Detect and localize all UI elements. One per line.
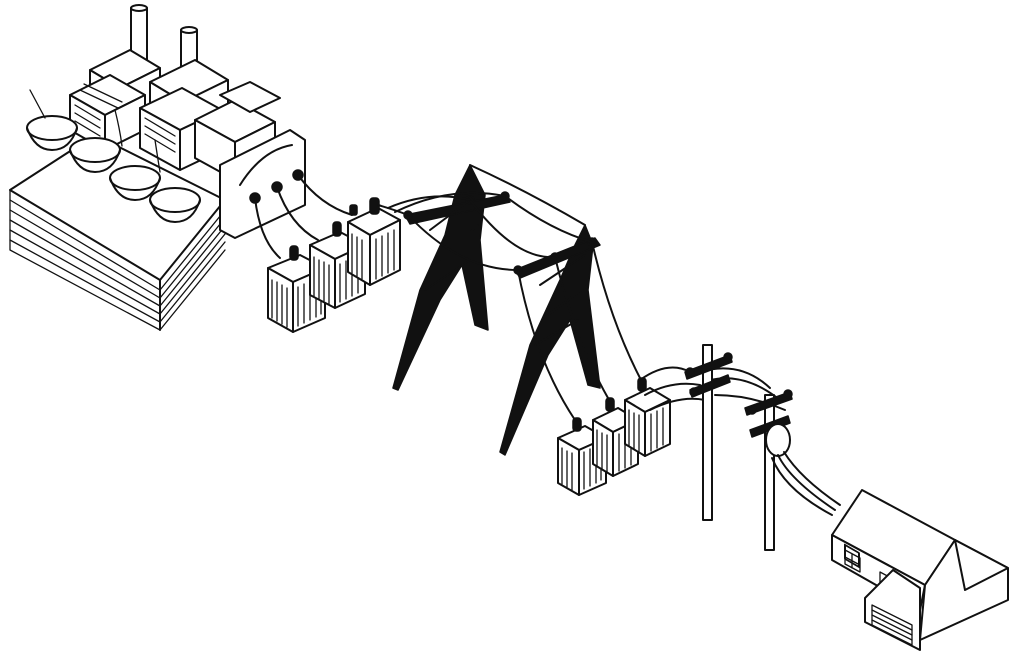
utility-pole-icon — [745, 390, 792, 550]
lattice-tower-icon — [393, 165, 510, 390]
service-drop-wires — [772, 452, 840, 515]
step-down-transformers — [558, 378, 670, 495]
power-plant-icon — [10, 5, 305, 330]
utility-pole-icon — [685, 345, 732, 520]
lattice-tower-icon — [500, 225, 600, 455]
house-icon — [832, 490, 1008, 650]
transformer-icon — [348, 198, 400, 285]
transformer-icon — [625, 378, 670, 456]
step-up-transformers — [268, 198, 400, 332]
